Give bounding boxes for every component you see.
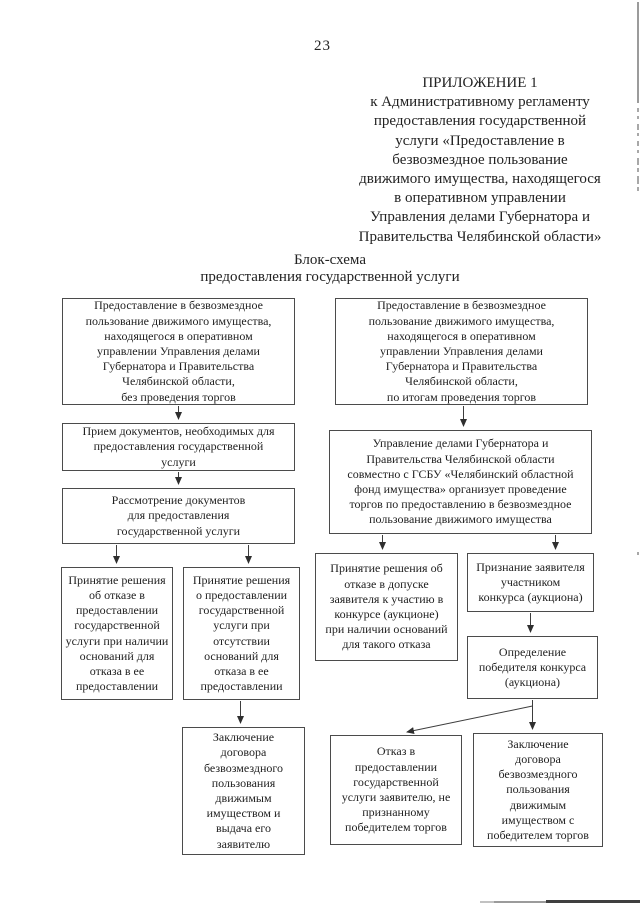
scan-edge-line	[637, 2, 639, 103]
flow-box-determine-winner: Определение победителя конкурса (аукцион…	[467, 636, 598, 699]
scan-edge-dash	[637, 168, 639, 172]
flow-box-no-tender-start: Предоставление в безвозмездное пользован…	[62, 298, 295, 405]
flow-box-organize-tender: Управление делами Губернатора и Правител…	[329, 430, 592, 534]
scan-edge-dash	[637, 187, 639, 191]
flow-box-decision-refuse: Принятие решения об отказе в предоставле…	[61, 567, 173, 700]
flow-box-decision-grant: Принятие решения о предоставлении госуда…	[183, 567, 300, 700]
flow-box-refuse-admission: Принятие решения об отказе в допуске зая…	[315, 553, 458, 661]
flow-box-tender-start: Предоставление в безвозмездное пользован…	[335, 298, 588, 405]
scan-edge-dash	[637, 133, 639, 136]
scan-edge-dash	[637, 176, 639, 184]
appendix-header: ПРИЛОЖЕНИЕ 1 к Административному регламе…	[358, 75, 602, 245]
scan-edge-dash	[637, 124, 639, 130]
flow-box-review-docs: Рассмотрение документов для предоставлен…	[62, 488, 295, 544]
scan-bottom-line-dark	[546, 900, 640, 903]
scan-edge-dash	[637, 108, 639, 112]
scan-bottom-line-light	[480, 901, 494, 903]
flow-box-receive-docs: Прием документов, необходимых для предос…	[62, 423, 295, 471]
scan-edge-dash	[637, 552, 639, 555]
scan-edge-dash	[637, 141, 639, 146]
scan-edge-dash	[637, 116, 639, 119]
flowchart-title: Блок-схема предоставления государственно…	[200, 252, 460, 285]
flow-box-recognize-participant: Признание заявителя участником конкурса …	[467, 553, 594, 612]
flow-box-refuse-non-winner: Отказ в предоставлении государственной у…	[330, 735, 462, 845]
scan-bottom-line-mid	[494, 901, 546, 903]
scan-edge-dash	[637, 158, 639, 165]
flow-box-contract-winner: Заключение договора безвозмездного польз…	[473, 733, 603, 847]
page-number: 23	[314, 38, 331, 54]
scan-edge-dash	[637, 150, 639, 153]
arrow-winner-to-refuse-non-winner	[406, 705, 533, 735]
flow-box-contract-applicant: Заключение договора безвозмездного польз…	[182, 727, 305, 855]
